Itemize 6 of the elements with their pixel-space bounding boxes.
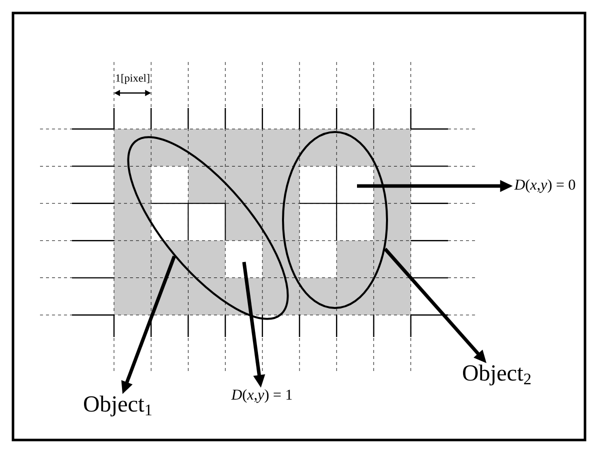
formula-label: D(x,y) = 0	[514, 179, 576, 193]
formula-label: D(x,y) = 1	[231, 389, 292, 403]
object-ellipse	[282, 131, 388, 309]
object-label: Object$_{1}$	[84, 396, 152, 416]
object-label: Object$_{2}$	[463, 364, 531, 386]
dimension-label: 1[pixel]	[116, 74, 150, 84]
